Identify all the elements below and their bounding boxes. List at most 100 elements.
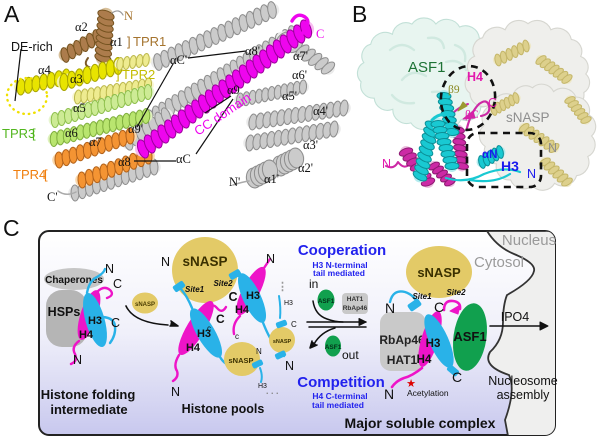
svg-text:αC': αC': [170, 53, 187, 67]
svg-text:N: N: [382, 157, 391, 171]
svg-text:assembly: assembly: [497, 388, 551, 402]
svg-text:N: N: [73, 353, 82, 367]
svg-text:tail mediated: tail mediated: [313, 268, 365, 278]
svg-text:α8: α8: [118, 155, 131, 169]
svg-text:B: B: [352, 1, 367, 27]
svg-text:C': C': [47, 190, 58, 204]
svg-text:α7': α7': [293, 49, 308, 63]
svg-text:α1': α1': [264, 172, 279, 186]
svg-text:α9: α9: [227, 83, 240, 97]
svg-text:H4: H4: [467, 70, 483, 84]
svg-text:Site1: Site1: [412, 292, 432, 301]
svg-text:DE-rich: DE-rich: [11, 40, 53, 54]
svg-text:H4: H4: [235, 304, 250, 316]
svg-text:]: ]: [116, 67, 120, 82]
svg-text:N: N: [161, 255, 170, 269]
svg-text:[: [: [32, 126, 36, 141]
svg-text:C: C: [216, 312, 225, 326]
svg-text:H3: H3: [426, 338, 441, 350]
svg-text:. . .: . . .: [266, 386, 279, 396]
svg-text:H3: H3: [88, 315, 102, 327]
svg-text:TPR3: TPR3: [2, 126, 35, 141]
svg-text:sNASP: sNASP: [273, 339, 292, 345]
svg-text:α2': α2': [298, 161, 313, 175]
svg-text:sNASP: sNASP: [417, 265, 461, 280]
svg-text:α5: α5: [73, 101, 86, 115]
svg-text:in: in: [309, 277, 318, 291]
svg-text:ASF1: ASF1: [453, 329, 486, 344]
svg-text:α2: α2: [75, 20, 88, 34]
svg-text:α9': α9': [128, 122, 143, 136]
svg-text:ASF1: ASF1: [325, 344, 342, 351]
svg-text:IPO4: IPO4: [501, 310, 530, 324]
svg-text:βC: βC: [465, 109, 479, 121]
svg-text:Histone folding: Histone folding: [41, 387, 136, 402]
svg-text:α3: α3: [70, 72, 83, 86]
svg-text:TPR2: TPR2: [122, 67, 155, 82]
svg-text:tail mediated: tail mediated: [312, 400, 364, 410]
svg-text:[: [: [44, 167, 48, 182]
svg-text:α4: α4: [38, 63, 52, 77]
svg-text:ASF1: ASF1: [318, 298, 335, 305]
svg-text:C: C: [452, 369, 462, 385]
svg-text:H4 C-terminal: H4 C-terminal: [312, 391, 367, 401]
svg-text:HSPs: HSPs: [48, 305, 81, 319]
svg-text:HAT1: HAT1: [387, 353, 418, 367]
svg-text:N: N: [256, 347, 262, 356]
svg-text:C: C: [3, 215, 20, 241]
svg-text:H4: H4: [417, 354, 432, 366]
svg-text:c: c: [235, 332, 239, 341]
svg-text:sNASP: sNASP: [182, 254, 227, 269]
svg-text:α1: α1: [110, 35, 123, 49]
svg-text:C: C: [111, 316, 120, 330]
svg-text:sNASP: sNASP: [506, 110, 550, 125]
svg-text:αN: αN: [482, 149, 497, 161]
svg-text:α3': α3': [303, 138, 318, 152]
svg-text:H3: H3: [501, 158, 519, 174]
svg-text:C: C: [434, 299, 444, 315]
svg-text:out: out: [342, 348, 359, 362]
svg-text:⋮: ⋮: [277, 281, 288, 293]
svg-text:Acetylation: Acetylation: [407, 388, 449, 398]
svg-text:Major soluble complex: Major soluble complex: [345, 415, 496, 431]
svg-text:H3: H3: [284, 300, 293, 307]
svg-text:H3 N-terminal: H3 N-terminal: [312, 260, 367, 270]
svg-text:C: C: [316, 27, 324, 41]
svg-text:H3: H3: [258, 383, 267, 390]
svg-text:α6': α6': [292, 68, 307, 82]
svg-text:HAT1: HAT1: [347, 296, 364, 303]
svg-text:H3: H3: [246, 290, 260, 302]
svg-text:α5': α5': [282, 89, 297, 103]
svg-text:RbAp46: RbAp46: [343, 305, 368, 312]
svg-text:N: N: [124, 9, 133, 23]
svg-text:α6: α6: [65, 126, 78, 140]
svg-text:N: N: [285, 359, 294, 373]
svg-text:Site2: Site2: [213, 279, 233, 288]
svg-text:αC: αC: [176, 152, 191, 166]
svg-text:C: C: [228, 290, 237, 304]
svg-text:N: N: [105, 262, 114, 276]
svg-text:Nucleosome: Nucleosome: [488, 374, 558, 388]
svg-text:N: N: [548, 141, 557, 155]
svg-text:α8': α8': [245, 44, 260, 58]
svg-text:A: A: [4, 1, 20, 27]
svg-text:C: C: [291, 320, 297, 329]
svg-text:Histone pools: Histone pools: [182, 402, 265, 416]
svg-text:N: N: [171, 385, 180, 399]
svg-text:N: N: [527, 167, 536, 181]
svg-text:RbAp46: RbAp46: [379, 333, 425, 347]
svg-text:Cytosol: Cytosol: [474, 254, 524, 271]
svg-text:sNASP: sNASP: [135, 302, 155, 308]
svg-text:Site2: Site2: [446, 288, 466, 297]
svg-text:TPR1: TPR1: [133, 34, 166, 49]
svg-text:TPR4: TPR4: [13, 167, 46, 182]
svg-text:ASF1: ASF1: [408, 59, 446, 76]
svg-text:Cooperation: Cooperation: [298, 242, 386, 259]
svg-text:H4: H4: [186, 342, 201, 354]
svg-text:Competition: Competition: [297, 374, 385, 391]
svg-text:H3: H3: [197, 328, 211, 340]
svg-text:★: ★: [406, 378, 416, 390]
svg-text:α7: α7: [89, 135, 102, 149]
svg-text:β9: β9: [448, 84, 460, 96]
svg-text:H4: H4: [79, 329, 94, 341]
